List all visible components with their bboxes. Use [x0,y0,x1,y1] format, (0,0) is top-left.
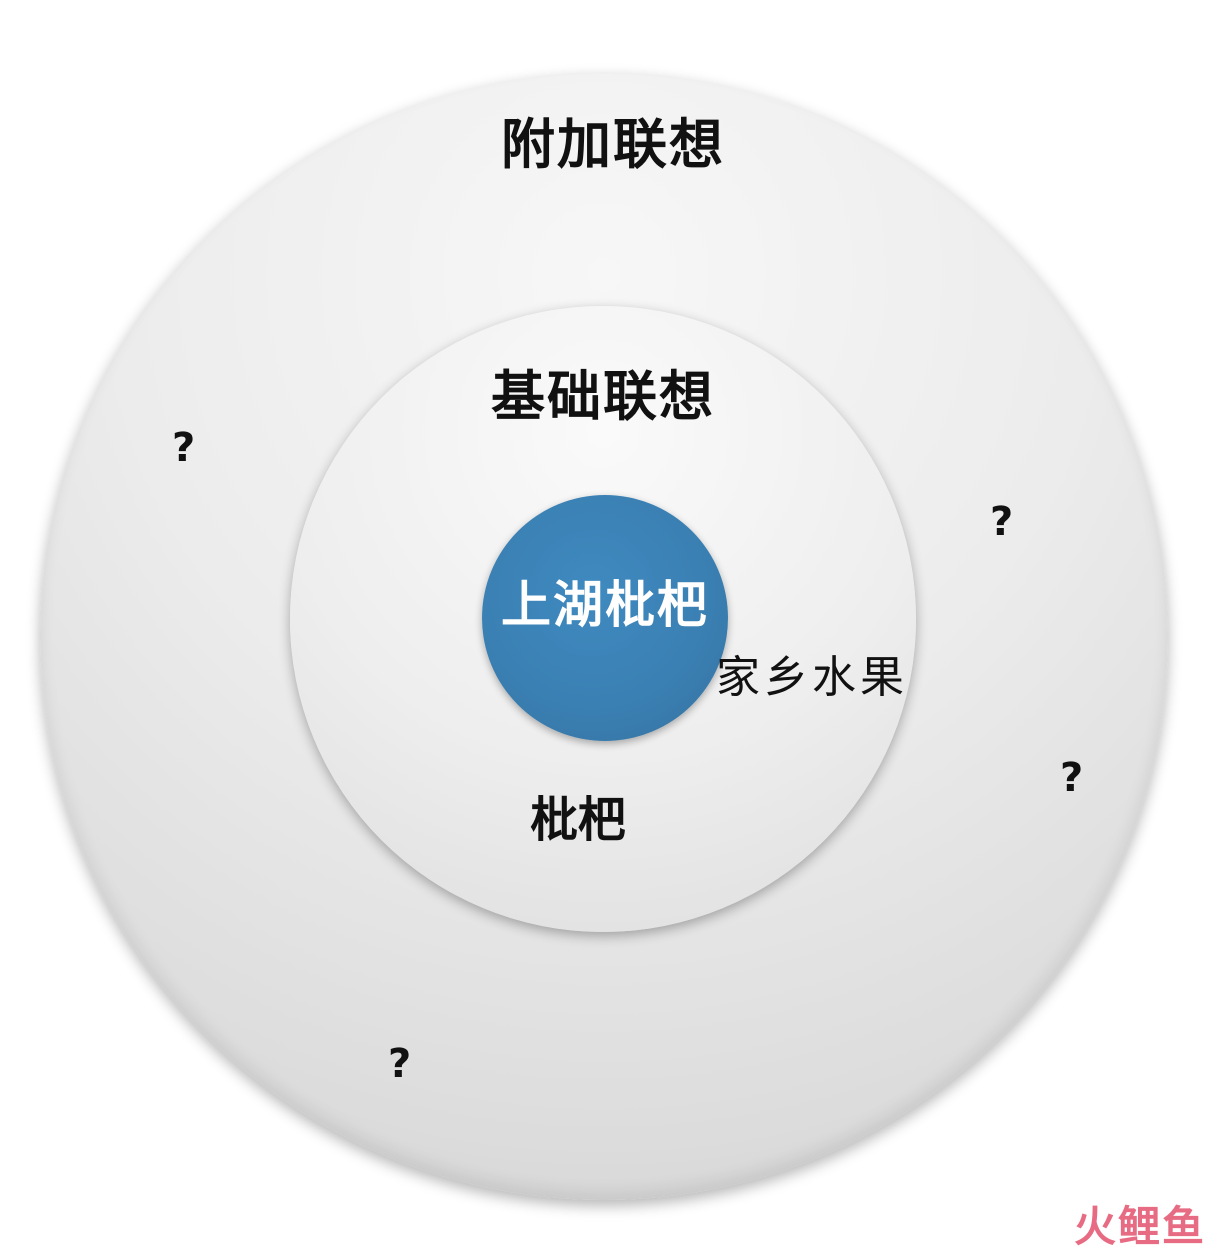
core-circle-brand [482,495,728,741]
unknown-association-marker: ? [990,499,1014,545]
watermark-logo: 火鲤鱼 [1073,1202,1206,1251]
basic-association-loquat: 枇杷 [530,792,627,848]
basic-association-hometown-fruit: 家乡水果 [716,652,908,703]
core-label: 上湖枇杷 [501,576,709,634]
inner-ring-label: 基础联想 [491,365,715,428]
unknown-association-marker: ? [1060,755,1084,801]
unknown-association-marker: ? [172,425,196,471]
outer-ring-label: 附加联想 [501,113,725,176]
unknown-association-marker: ? [388,1041,412,1087]
